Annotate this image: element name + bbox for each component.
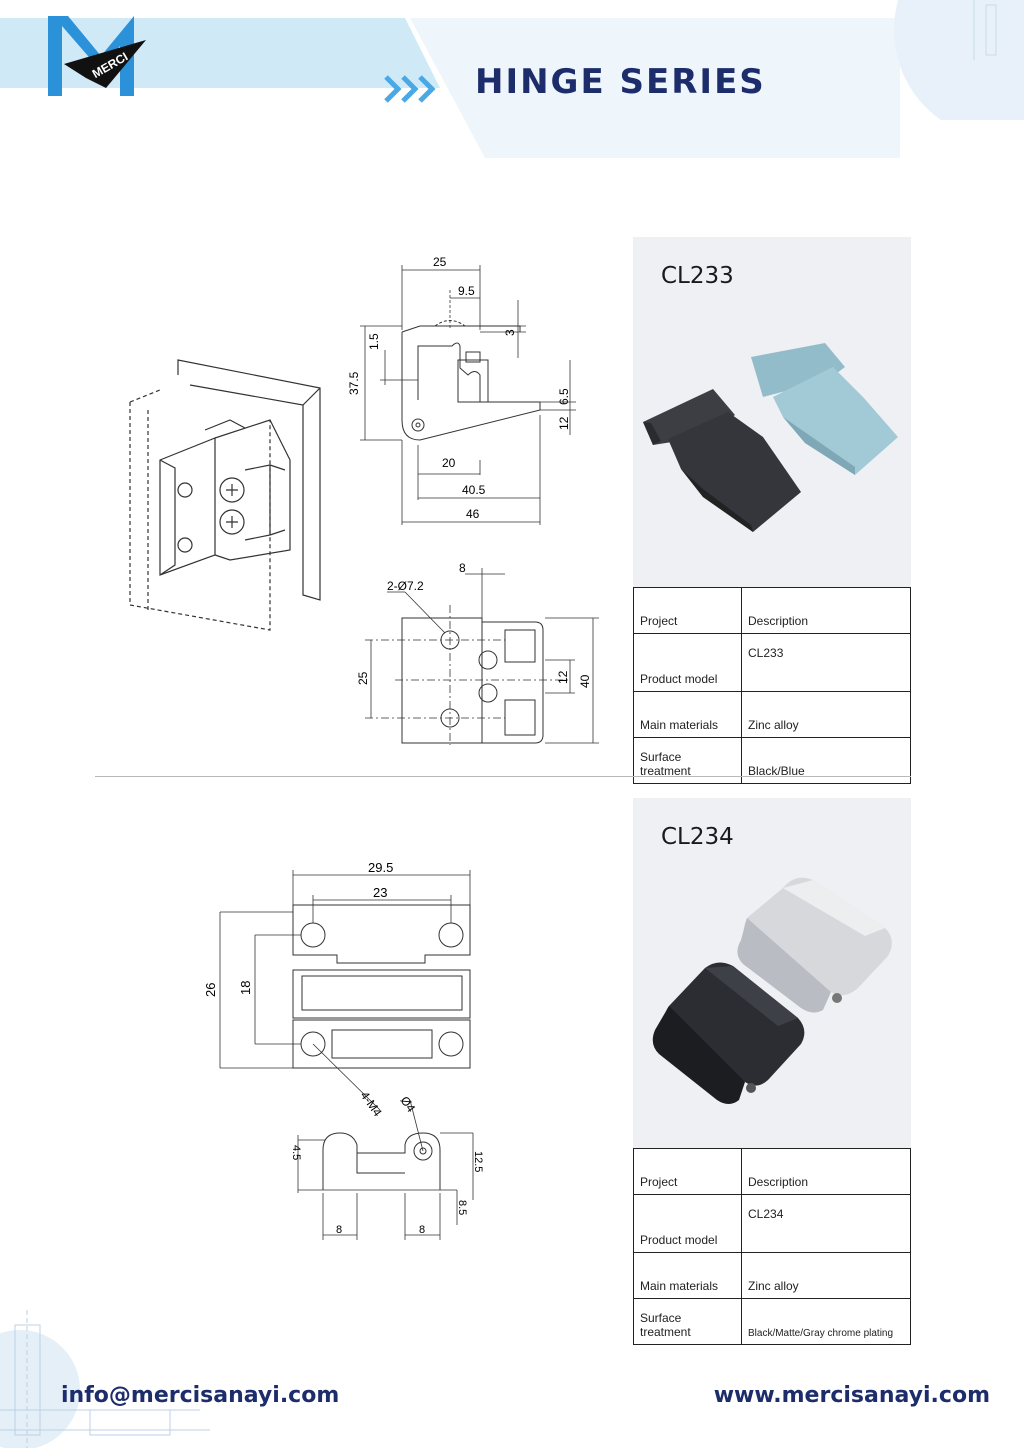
page-title: HINGE SERIES [475, 62, 766, 102]
decorative-corner-drawing [0, 1310, 210, 1448]
dim-3: 3 [503, 329, 517, 336]
cl233-product-panel: CL233 [633, 237, 911, 589]
table-cell: Product model [633, 1194, 742, 1253]
dim-4-5: 4.5 [290, 1145, 302, 1160]
footer-website-link[interactable]: www.mercisanayi.com [713, 1383, 990, 1408]
table-cell: Zinc alloy [741, 691, 911, 738]
dim-9-5: 9.5 [458, 284, 475, 298]
footer-email-link[interactable]: info@mercisanayi.com [61, 1383, 340, 1408]
dim-26: 26 [203, 983, 218, 997]
table-cell: Product model [633, 633, 742, 692]
dim-29-5: 29.5 [368, 860, 393, 875]
dim-25-b: 25 [356, 671, 370, 685]
cl234-product-photo [652, 877, 892, 1104]
cl234-model-title: CL234 [661, 824, 734, 850]
table-cell: CL234 [741, 1194, 911, 1253]
table-cell: Surface treatment [633, 1298, 742, 1345]
dim-1-5: 1.5 [367, 333, 381, 350]
dim-40-5: 40.5 [462, 483, 486, 497]
table-cell: CL233 [741, 633, 911, 692]
chevron-arrows-icon [384, 75, 436, 103]
table-cell: Project [633, 587, 742, 634]
dim-hole-diameter: 2-Ø7.2 [387, 579, 424, 593]
dim-18: 18 [238, 981, 253, 995]
section-divider [95, 776, 911, 777]
dim-40: 40 [578, 674, 592, 688]
dim-diameter-4: Ø4 [398, 1094, 419, 1115]
cl233-product-photo [643, 343, 898, 532]
table-cell: Black/Matte/Gray chrome plating [741, 1298, 911, 1345]
table-cell: Description [741, 1148, 911, 1195]
dim-8-5: 8.5 [456, 1200, 468, 1215]
cl233-top-view-drawing: 8 2-Ø7.2 25 12 40 [356, 561, 599, 745]
table-cell: Description [741, 587, 911, 634]
dim-8-a: 8 [336, 1224, 342, 1236]
dim-6-5: 6.5 [557, 388, 571, 405]
cl234-product-panel: CL234 [633, 798, 911, 1150]
dim-37-5: 37.5 [347, 371, 361, 395]
dim-23: 23 [373, 885, 387, 900]
dim-4-m4: 4-M4 [358, 1089, 385, 1120]
cl234-dimension-drawing: 29.5 23 26 18 4-M4 Ø4 4.5 12.5 8.5 8 8 [203, 860, 484, 1240]
cl233-side-view-drawing: 25 9.5 3 1.5 37.5 6.5 12 20 40.5 46 [347, 255, 576, 525]
cl233-model-title: CL233 [661, 263, 734, 289]
dim-20: 20 [442, 456, 456, 470]
dim-25: 25 [433, 255, 447, 269]
table-cell: Project [633, 1148, 742, 1195]
dim-8-b: 8 [419, 1224, 425, 1236]
table-cell: Main materials [633, 691, 742, 738]
table-cell: Zinc alloy [741, 1252, 911, 1299]
dim-8: 8 [459, 561, 466, 575]
dim-12: 12 [557, 416, 571, 430]
dim-12-5: 12.5 [472, 1151, 484, 1172]
merci-logo: MERCI [48, 16, 146, 96]
table-cell: Main materials [633, 1252, 742, 1299]
cl233-isometric-drawing [129, 359, 321, 631]
dim-12-b: 12 [556, 670, 570, 684]
decorative-corner-circle [894, 0, 1024, 120]
dim-46: 46 [466, 507, 480, 521]
